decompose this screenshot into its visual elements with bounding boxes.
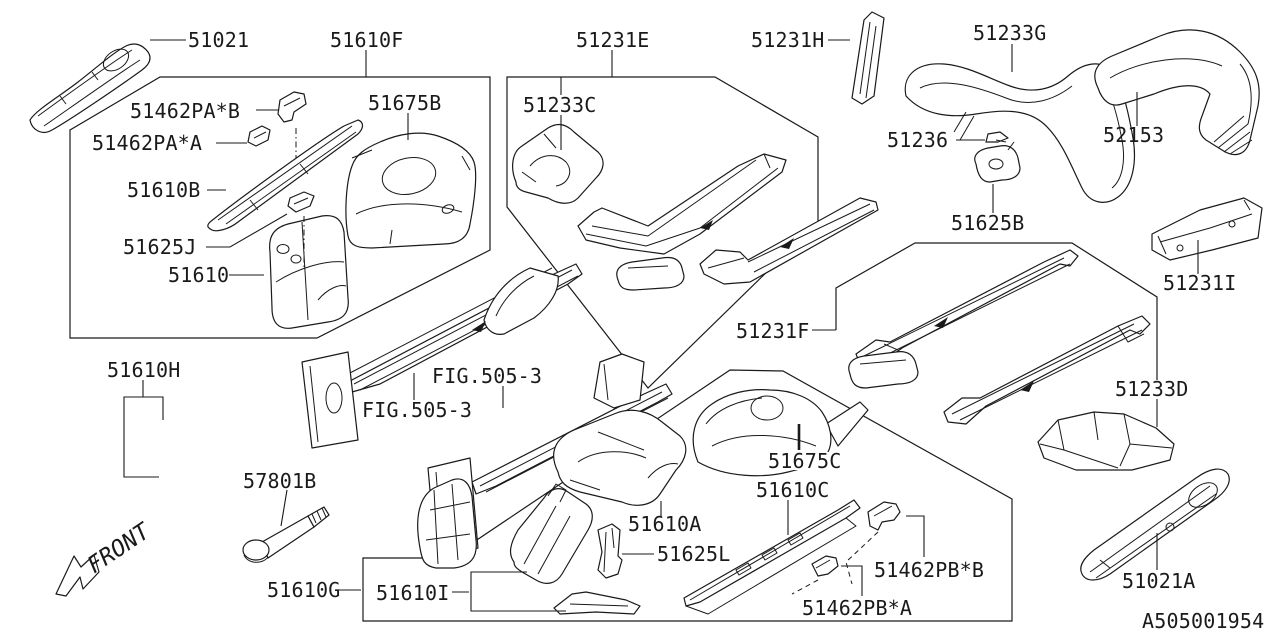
part-51610c-drawing <box>683 499 861 615</box>
part-label-51231h: 51231H <box>751 28 824 52</box>
part-57801b-bolt-drawing <box>242 506 330 563</box>
part-51233c-drawing <box>512 123 604 204</box>
leader-57801b <box>280 489 288 527</box>
part-label-51231f: 51231F <box>736 319 809 343</box>
part-51610b-drawing <box>207 119 364 232</box>
part-foot-bracket-drawing <box>553 591 641 615</box>
drawing-id-label: A505001954 <box>1142 609 1264 633</box>
part-label-51610: 51610 <box>168 263 229 287</box>
part-51462pb-a-drawing <box>811 555 839 577</box>
dashed-locator-lines <box>295 128 879 595</box>
part-52153-drawing <box>1094 29 1260 156</box>
front-label: FRONT <box>83 518 156 579</box>
group-box-51610f <box>69 76 491 339</box>
part-51462pb-b-drawing <box>867 501 901 531</box>
part-51462pa-a-drawing <box>247 125 271 147</box>
part-pillar-lower-2-drawing <box>509 483 593 584</box>
part-label-51231e: 51231E <box>576 28 649 52</box>
part-label-51610g: 51610G <box>267 578 340 602</box>
part-label-51625b: 51625B <box>951 211 1024 235</box>
leader-lines <box>123 39 1199 612</box>
part-51610a-drawing <box>553 409 687 506</box>
part-label-51610f: 51610F <box>330 28 403 52</box>
fig-ref-label-1: FIG.505-3 <box>432 364 542 388</box>
group-box-51231f <box>835 242 1158 380</box>
part-label-51233d: 51233D <box>1115 377 1188 401</box>
part-51462pa-b-drawing <box>277 91 307 123</box>
part-51625b-drawing <box>974 141 1021 183</box>
leader-51462pb-b <box>906 515 925 557</box>
part-label-51021a: 51021A <box>1122 569 1195 593</box>
part-51231e-rail-drawing <box>577 153 787 255</box>
part-label-51462pa-b: 51462PA*B <box>130 99 240 123</box>
part-51231e-rail2-drawing <box>699 197 879 285</box>
part-label-51021: 51021 <box>188 28 249 52</box>
part-label-51231i: 51231I <box>1163 271 1236 295</box>
part-51231e-bracket-drawing <box>616 256 685 291</box>
part-label-51625l: 51625L <box>657 542 730 566</box>
part-label-51462pb-b: 51462PB*B <box>874 558 984 582</box>
part-label-51462pb-a: 51462PB*A <box>802 596 912 620</box>
part-51625j-drawing <box>287 191 315 213</box>
part-label-51675c: 51675C <box>768 449 841 473</box>
part-51231h-drawing <box>851 11 885 105</box>
part-51231f-bracket-drawing <box>848 351 919 389</box>
part-label-51233c: 51233C <box>523 93 596 117</box>
part-pillar-lower-1-drawing <box>417 478 477 569</box>
part-51021a-drawing <box>1080 468 1230 581</box>
dash-51462pb-a <box>791 579 819 595</box>
part-51231f-rail1-drawing <box>855 249 1079 367</box>
part-label-51610h: 51610H <box>107 358 180 382</box>
part-label-51675b: 51675B <box>368 91 441 115</box>
front-arrow-icon <box>55 554 100 597</box>
group-box-51231e <box>506 76 819 389</box>
part-51231f-rail2-drawing <box>943 315 1151 425</box>
part-number-labels: 51021 51610F 51462PA*B 51462PA*A 51610B … <box>92 21 1264 633</box>
part-label-51236: 51236 <box>887 128 948 152</box>
part-frame-rail-fig505-1 <box>301 263 583 449</box>
part-51231i-drawing <box>1151 197 1263 261</box>
part-51675b-drawing <box>345 132 477 249</box>
part-51625l-drawing <box>597 523 623 579</box>
part-label-51610i: 51610I <box>376 581 449 605</box>
bracket-51610i <box>470 571 566 612</box>
group-box-51610g-i <box>362 369 1013 622</box>
leader-51462pb-a <box>841 565 863 596</box>
part-label-51610b: 51610B <box>127 178 200 202</box>
part-51610-drawing <box>269 215 349 329</box>
part-label-51610a: 51610A <box>628 512 701 536</box>
group-boxes <box>69 76 1158 622</box>
part-51233g-drawing <box>904 63 1136 203</box>
part-label-51462pa-a: 51462PA*A <box>92 131 202 155</box>
part-51021-drawing <box>29 43 151 133</box>
leader-51625j <box>206 213 288 248</box>
part-label-52153: 52153 <box>1103 123 1164 147</box>
part-label-57801b: 57801B <box>243 469 316 493</box>
front-direction-indicator: FRONT <box>55 518 156 597</box>
bracket-51610h <box>123 396 164 478</box>
fig-ref-label-2: FIG.505-3 <box>362 398 472 422</box>
part-label-51233g: 51233G <box>973 21 1046 45</box>
part-label-51610c: 51610C <box>756 478 829 502</box>
part-51236-drawing <box>985 131 1009 143</box>
part-label-51625j: 51625J <box>123 235 196 259</box>
part-51233d-drawing <box>1037 411 1175 471</box>
label-backgrounds <box>358 95 1204 602</box>
